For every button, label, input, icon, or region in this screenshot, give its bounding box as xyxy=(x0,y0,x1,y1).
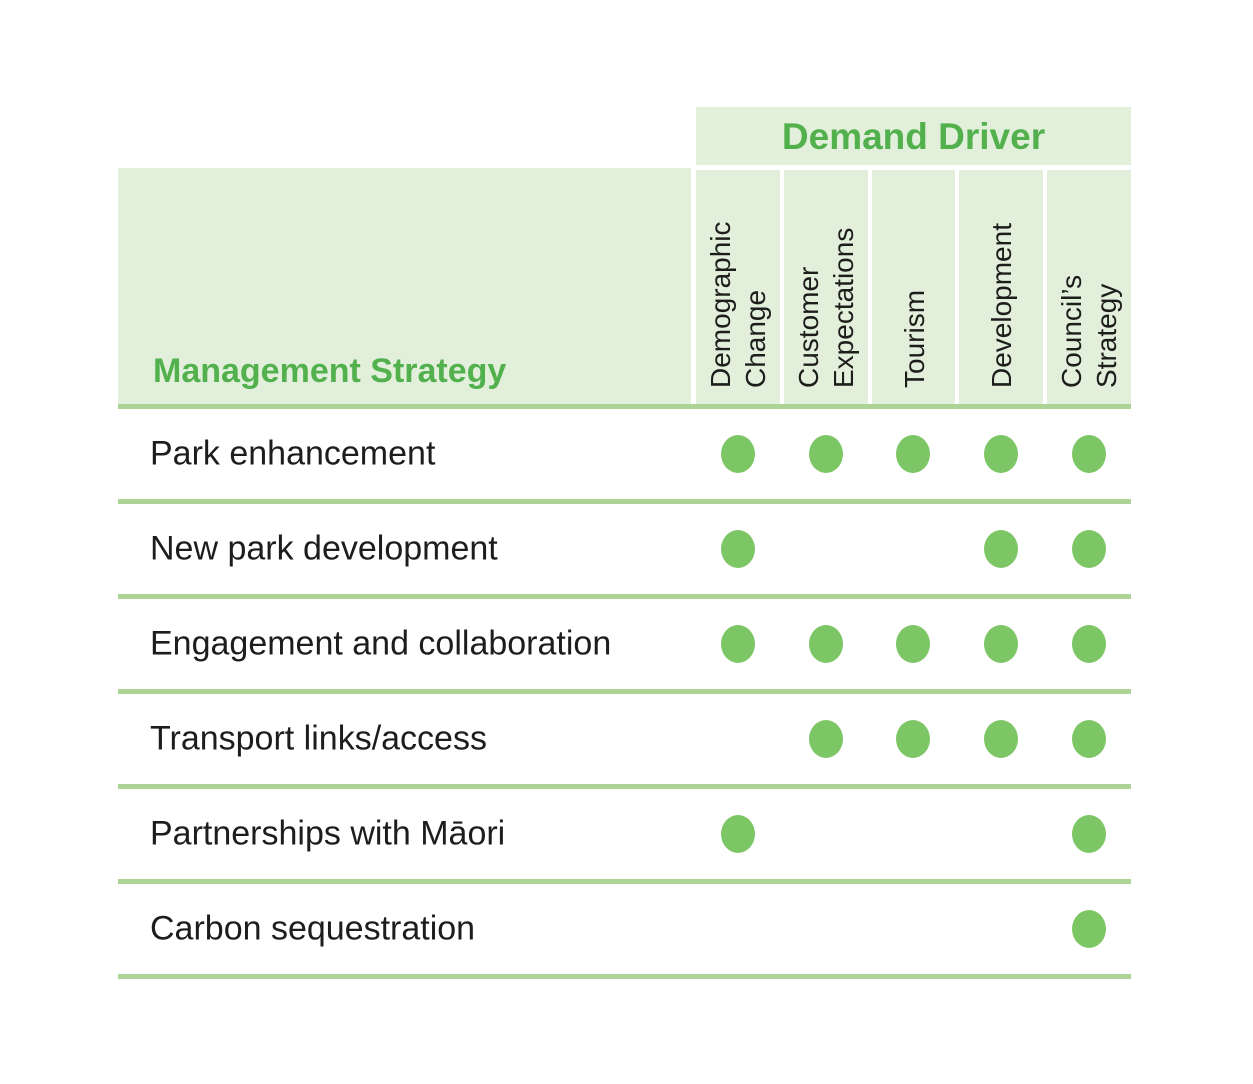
dot-icon xyxy=(984,530,1019,568)
matrix-cell-engagement-and-collaboration--tourism xyxy=(872,599,956,689)
matrix-cell-carbon-sequestration--customer-expectations xyxy=(784,884,868,974)
table-row-transport-links-access: Transport links/access xyxy=(118,694,1131,789)
dot-icon xyxy=(896,435,931,473)
dot-icon xyxy=(720,530,755,568)
dot-icon xyxy=(984,435,1019,473)
matrix-cell-partnerships-with-maori--councils-strategy xyxy=(1047,789,1131,879)
dot-icon xyxy=(984,625,1019,663)
header-divider-line xyxy=(118,404,1131,409)
matrix-cell-new-park-development--tourism xyxy=(872,504,956,594)
dot-icon xyxy=(808,625,843,663)
column-header-tourism: Tourism xyxy=(871,170,956,404)
column-header-label-development: Development xyxy=(985,223,1017,388)
column-header-development: Development xyxy=(959,170,1044,404)
row-label-engagement-and-collaboration: Engagement and collaboration xyxy=(150,624,612,663)
management-strategy-title: Management Strategy xyxy=(153,352,507,390)
matrix-cell-transport-links-access--customer-expectations xyxy=(784,694,868,784)
dot-icon xyxy=(1072,435,1107,473)
matrix-cell-engagement-and-collaboration--councils-strategy xyxy=(1047,599,1131,689)
matrix-cell-partnerships-with-maori--demographic-change xyxy=(696,789,780,879)
column-header-label-tourism: Tourism xyxy=(898,289,930,388)
dot-icon xyxy=(1072,720,1107,758)
matrix-cell-carbon-sequestration--demographic-change xyxy=(696,884,780,974)
dot-grid-new-park-development xyxy=(696,504,1131,594)
table-row-carbon-sequestration: Carbon sequestration xyxy=(118,884,1131,979)
column-header-customer-expectations: Customer Expectations xyxy=(783,170,868,404)
matrix-cell-carbon-sequestration--tourism xyxy=(872,884,956,974)
matrix-cell-transport-links-access--tourism xyxy=(872,694,956,784)
column-header-demographic-change: Demographic Change xyxy=(696,170,780,404)
table-row-park-enhancement: Park enhancement xyxy=(118,409,1131,504)
dot-icon xyxy=(1072,625,1107,663)
matrix-cell-transport-links-access--development xyxy=(959,694,1043,784)
matrix-cell-transport-links-access--demographic-change xyxy=(696,694,780,784)
matrix-cell-park-enhancement--councils-strategy xyxy=(1047,409,1131,499)
table-row-partnerships-with-maori: Partnerships with Māori xyxy=(118,789,1131,884)
dot-icon xyxy=(1072,910,1107,948)
dot-icon xyxy=(1072,530,1107,568)
column-header-councils-strategy: Council’s Strategy xyxy=(1047,170,1131,404)
table-row-engagement-and-collaboration: Engagement and collaboration xyxy=(118,599,1131,694)
dot-grid-carbon-sequestration xyxy=(696,884,1131,974)
dot-icon xyxy=(896,625,931,663)
matrix-cell-carbon-sequestration--councils-strategy xyxy=(1047,884,1131,974)
dot-icon xyxy=(1072,815,1107,853)
dot-icon xyxy=(984,720,1019,758)
demand-driver-title: Demand Driver xyxy=(781,115,1046,157)
dot-grid-transport-links-access xyxy=(696,694,1131,784)
dot-grid-engagement-and-collaboration xyxy=(696,599,1131,689)
dot-icon xyxy=(720,435,755,473)
matrix-cell-carbon-sequestration--development xyxy=(959,884,1043,974)
dot-icon xyxy=(896,720,931,758)
matrix-cell-new-park-development--councils-strategy xyxy=(1047,504,1131,594)
dot-icon xyxy=(720,625,755,663)
column-header-label-customer-expectations: Customer Expectations xyxy=(792,227,859,388)
matrix-cell-engagement-and-collaboration--development xyxy=(959,599,1043,689)
matrix-cell-new-park-development--customer-expectations xyxy=(784,504,868,594)
dot-icon xyxy=(808,720,843,758)
matrix-cell-park-enhancement--customer-expectations xyxy=(784,409,868,499)
matrix-cell-park-enhancement--demographic-change xyxy=(696,409,780,499)
dot-icon xyxy=(720,815,755,853)
matrix-cell-engagement-and-collaboration--demographic-change xyxy=(696,599,780,689)
matrix-cell-partnerships-with-maori--development xyxy=(959,789,1043,879)
row-label-partnerships-with-maori: Partnerships with Māori xyxy=(150,814,506,853)
column-header-label-councils-strategy: Council’s Strategy xyxy=(1056,274,1123,388)
row-label-transport-links-access: Transport links/access xyxy=(150,719,487,758)
column-header-label-demographic-change: Demographic Change xyxy=(705,221,771,388)
matrix-cell-new-park-development--development xyxy=(959,504,1043,594)
demand-driver-header: Demand Driver xyxy=(696,107,1131,165)
matrix-cell-park-enhancement--tourism xyxy=(872,409,956,499)
row-label-new-park-development: New park development xyxy=(150,529,498,568)
dot-grid-partnerships-with-maori xyxy=(696,789,1131,879)
matrix-cell-transport-links-access--councils-strategy xyxy=(1047,694,1131,784)
matrix-cell-new-park-development--demographic-change xyxy=(696,504,780,594)
management-strategy-header: Management Strategy xyxy=(118,168,691,404)
column-headers: Demographic Change Customer Expectations T… xyxy=(696,170,1131,404)
matrix-cell-partnerships-with-maori--customer-expectations xyxy=(784,789,868,879)
table-row-new-park-development: New park development xyxy=(118,504,1131,599)
matrix-cell-park-enhancement--development xyxy=(959,409,1043,499)
row-label-carbon-sequestration: Carbon sequestration xyxy=(150,909,476,948)
row-label-park-enhancement: Park enhancement xyxy=(150,434,436,473)
dot-icon xyxy=(808,435,843,473)
matrix-cell-engagement-and-collaboration--customer-expectations xyxy=(784,599,868,689)
dot-grid-park-enhancement xyxy=(696,409,1131,499)
matrix-cell-partnerships-with-maori--tourism xyxy=(872,789,956,879)
